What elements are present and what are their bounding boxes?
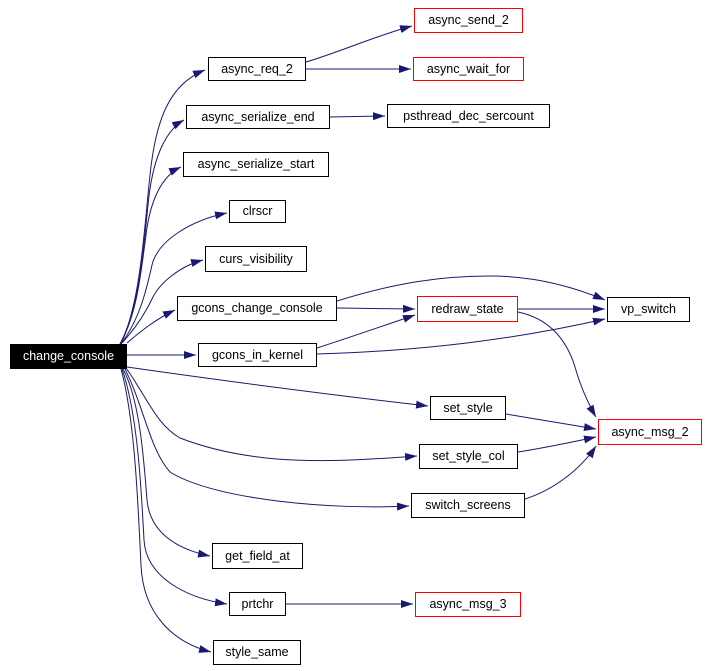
edge-async_req_2-to-async_send_2 [305,25,413,63]
edge-change_console-to-gcons_change_console [126,309,176,344]
node-prtchr[interactable]: prtchr [229,592,286,616]
node-async_req_2[interactable]: async_req_2 [208,57,306,81]
edge-gcons_in_kernel-to-redraw_state [316,314,416,349]
node-change_console: change_console [10,344,127,369]
node-async_msg_3[interactable]: async_msg_3 [415,592,521,617]
node-async_wait_for[interactable]: async_wait_for [413,57,524,81]
edge-gcons_change_console-to-redraw_state [336,304,416,313]
edge-change_console-to-get_field_at [122,368,211,558]
edge-change_console-to-async_serialize_end [119,119,185,345]
node-set_style[interactable]: set_style [430,396,506,420]
node-psthread_dec_sercount[interactable]: psthread_dec_sercount [387,104,550,128]
edge-change_console-to-set_style [126,366,429,409]
node-style_same[interactable]: style_same [213,640,301,665]
edge-switch_screens-to-async_msg_2 [524,445,597,500]
node-vp_switch[interactable]: vp_switch [607,297,690,322]
node-set_style_col[interactable]: set_style_col [419,444,518,469]
edge-set_style-to-async_msg_2 [505,413,597,432]
node-async_serialize_start[interactable]: async_serialize_start [183,152,329,177]
node-gcons_in_kernel[interactable]: gcons_in_kernel [198,343,317,367]
node-get_field_at[interactable]: get_field_at [212,543,303,569]
edge-gcons_in_kernel-to-vp_switch [316,317,606,355]
edge-redraw_state-to-async_msg_2 [517,311,597,418]
node-redraw_state[interactable]: redraw_state [417,296,518,322]
node-async_msg_2[interactable]: async_msg_2 [598,419,702,445]
node-clrscr[interactable]: clrscr [229,200,286,223]
edge-change_console-to-clrscr [120,211,228,345]
node-async_serialize_end[interactable]: async_serialize_end [186,105,330,129]
edge-gcons_change_console-to-vp_switch [336,275,606,302]
edge-change_console-to-async_req_2 [120,69,206,345]
edge-change_console-to-style_same [120,368,212,653]
edge-change_console-to-async_serialize_start [119,166,182,345]
edge-set_style_col-to-async_msg_2 [517,435,597,453]
node-curs_visibility[interactable]: curs_visibility [205,246,307,272]
edge-change_console-to-prtchr [121,368,228,607]
node-switch_screens[interactable]: switch_screens [411,493,525,518]
node-gcons_change_console[interactable]: gcons_change_console [177,296,337,321]
edge-async_serialize_end-to-psthread_dec_sercount [329,112,386,121]
edge-change_console-to-set_style_col [125,367,418,462]
node-async_send_2[interactable]: async_send_2 [414,8,523,33]
edge-change_console-to-curs_visibility [120,259,204,345]
edge-change_console-to-switch_screens [124,368,410,511]
